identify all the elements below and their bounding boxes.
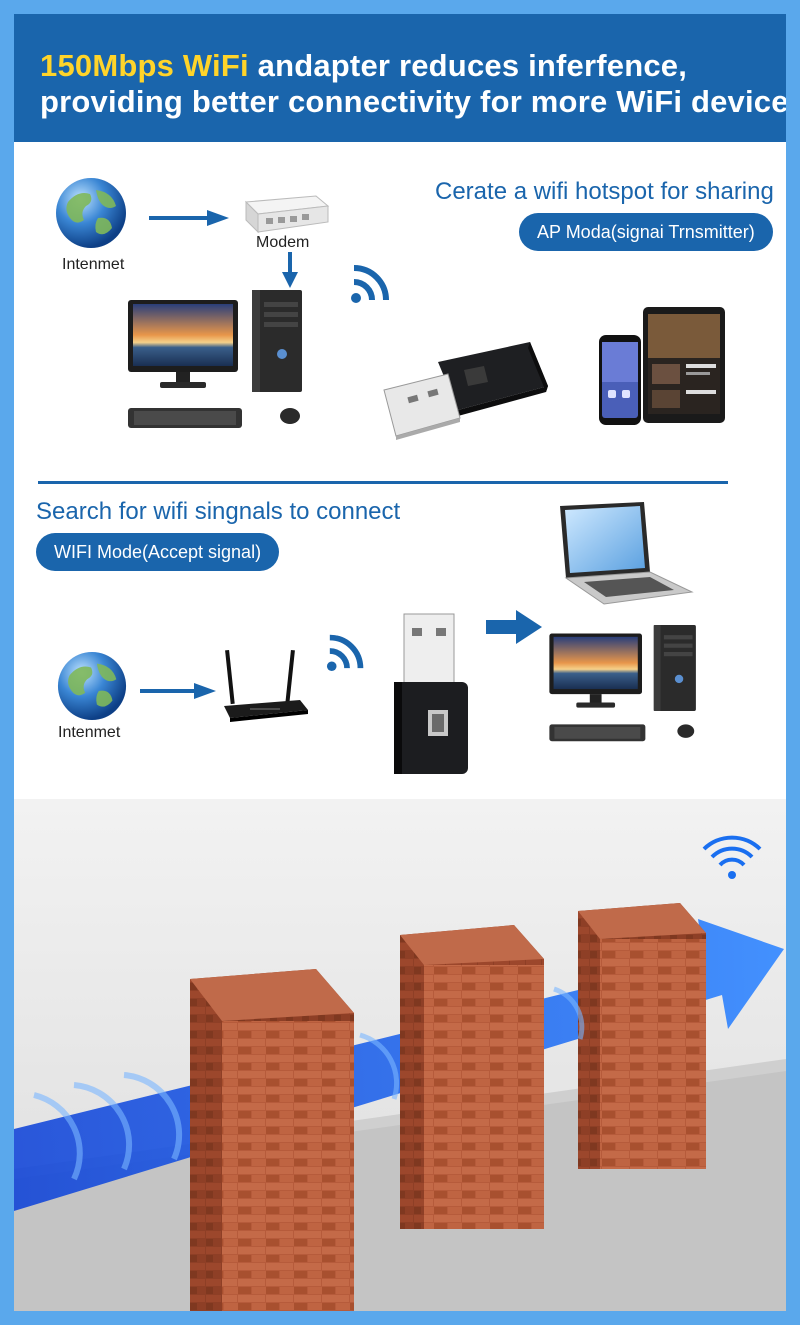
headline-line-1-text: andapter reduces inferfence, [248, 48, 688, 83]
modem-icon [244, 195, 330, 234]
headline-line-2: providing better connectivity for more W… [40, 84, 786, 119]
usb-wifi-adapter-icon [394, 613, 468, 774]
wifi-caption: Search for wifi singnals to connect [36, 498, 401, 525]
wifi-icon [702, 835, 762, 879]
modem-label: Modem [256, 234, 310, 251]
headline-highlight: 150Mbps WiFi [40, 48, 249, 83]
ap-caption: Cerate a wifi hotspot for sharing [435, 178, 774, 205]
globe-icon [57, 651, 127, 721]
header-banner: 150Mbps WiFi andapter reduces inferfence… [14, 14, 786, 142]
arrow-down-icon [282, 252, 298, 288]
headline-line-1: 150Mbps WiFi andapter reduces inferfence… [40, 48, 687, 84]
desktop-computer-icon [128, 290, 302, 428]
arrow-right-icon [140, 683, 216, 699]
product-banner: 150Mbps WiFi andapter reduces inferfence… [14, 14, 786, 1311]
wifi-signal-icon [351, 265, 389, 303]
arrow-right-icon [149, 210, 229, 226]
desktop-computer-icon [549, 625, 696, 742]
globe-icon [56, 178, 126, 248]
signal-through-walls-illustration [14, 799, 786, 1311]
section-divider [38, 481, 728, 484]
laptop-icon [560, 502, 694, 605]
tablet-icon [643, 307, 725, 423]
wifi-mode-pill: WIFI Mode(Accept signal) [36, 533, 280, 571]
router-icon [224, 649, 308, 722]
wifi-signal-icon [326, 634, 364, 672]
ap-internet-label: Intenmet [62, 256, 125, 273]
arrow-right-icon [486, 610, 542, 644]
wifi-internet-label: Intenmet [58, 724, 121, 741]
ap-mode-pill: AP Moda(signai Trnsmitter) [519, 213, 773, 251]
smartphone-icon [599, 335, 641, 425]
usb-wifi-adapter-icon [383, 342, 548, 440]
